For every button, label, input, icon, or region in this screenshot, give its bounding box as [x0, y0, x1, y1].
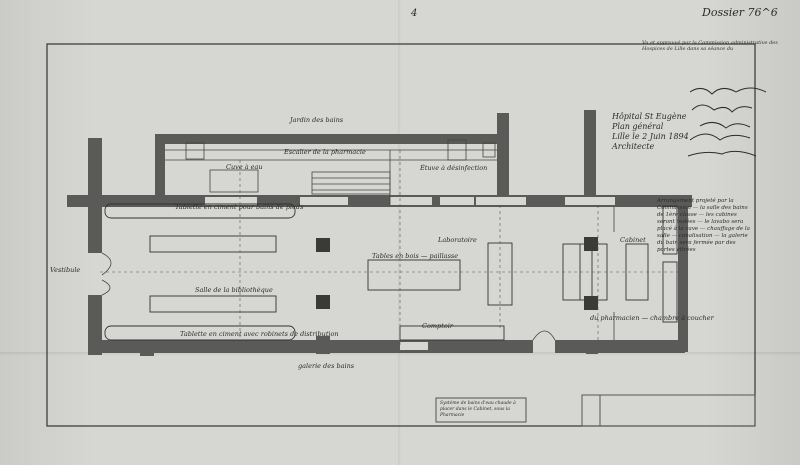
windows	[205, 197, 615, 350]
label-jardin: Jardin des bains	[290, 116, 344, 124]
approval-note: Vu et approuvé par la Commission adminis…	[642, 40, 778, 52]
label-pharmacien: du pharmacien — chambre à coucher	[590, 314, 714, 322]
label-salle: Salle de la bibliothèque	[195, 286, 273, 294]
label-tablette-bottom: Tablette en ciment avec robinets de dist…	[180, 330, 339, 338]
legend-box	[435, 397, 527, 423]
page-mark: 4	[411, 8, 418, 19]
drawing-border	[46, 43, 756, 427]
title-line: Architecte	[612, 142, 655, 151]
label-cabinet: Cabinet	[620, 236, 646, 244]
lower-frame	[581, 394, 756, 427]
document-number: Dossier 76^6	[702, 6, 778, 19]
label-escalier: Escalier de la pharmacie	[284, 148, 366, 156]
title-line: Hôpital St Eugène	[612, 112, 687, 121]
label-etuve: Étuve à désinfection	[420, 164, 488, 172]
furniture	[104, 203, 678, 341]
annex-lines	[165, 139, 497, 205]
stoves	[316, 237, 598, 310]
side-annotation: Arrangement projeté par la Commission — …	[657, 198, 750, 253]
label-vestibule: Vestibule	[50, 266, 81, 274]
partitions	[101, 207, 615, 341]
legend-text: Système de bains d'eau chaude à placer d…	[440, 401, 516, 418]
label-galerie: galerie des bains	[298, 362, 355, 370]
title-line: Lille le 2 Juin 1894	[612, 132, 689, 141]
title-line: Plan général	[612, 122, 664, 131]
axis-lines	[100, 150, 680, 345]
label-cuve: Cuve à eau	[226, 163, 263, 171]
label-tablette-top: Tablette en ciment pour bains de pieds	[175, 203, 304, 211]
label-laboratoire: Laboratoire	[438, 236, 477, 244]
signature-scribbles	[687, 87, 767, 157]
label-comptoir: Comptoir	[422, 322, 453, 330]
label-tables: Tables en bois — paillasse	[372, 252, 459, 260]
plan-title-block: Hôpital St Eugène Plan général Lille le …	[612, 112, 689, 152]
